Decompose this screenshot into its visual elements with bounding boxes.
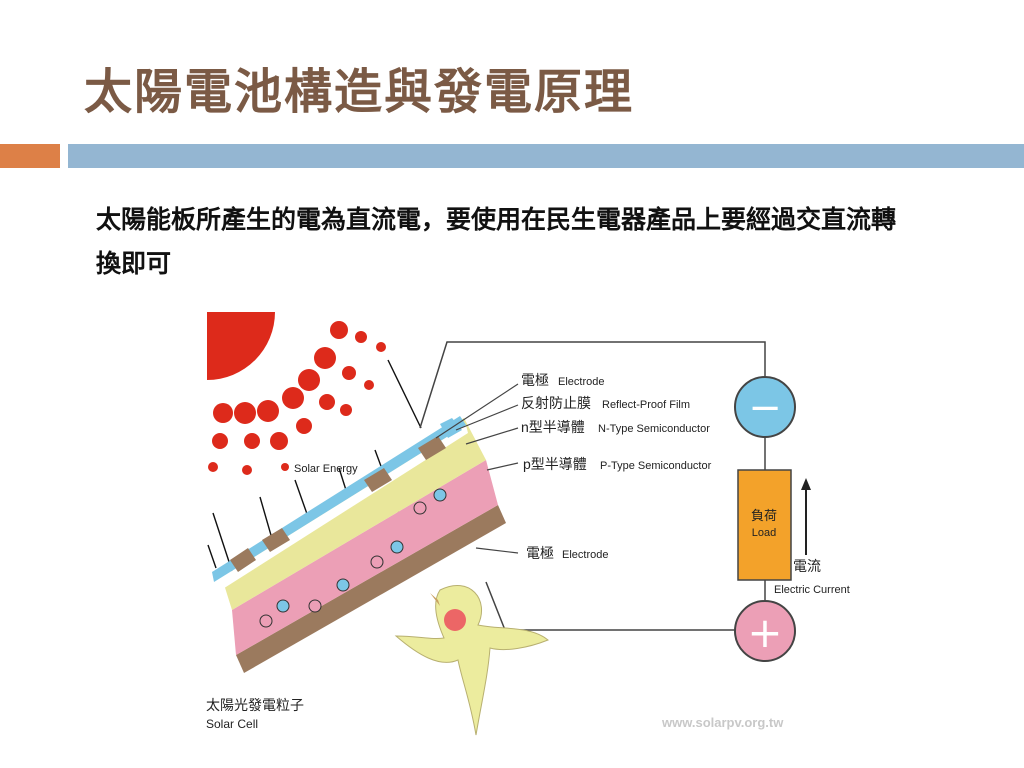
load-label-zh: 負荷 xyxy=(751,508,777,523)
leader-lines xyxy=(435,383,519,554)
current-arrow-head xyxy=(801,478,811,490)
label-electrode-top-zh: 電極 xyxy=(521,372,549,388)
bird-mascot xyxy=(394,584,549,736)
accent-bar-orange xyxy=(0,144,60,168)
n-type-layer xyxy=(222,418,486,610)
label-ntype-en: N-Type Semiconductor xyxy=(598,423,710,435)
current-label-en: Electric Current xyxy=(774,584,850,596)
plus-sign: + xyxy=(747,608,782,657)
electrode-top-3 xyxy=(364,468,392,492)
label-ntype-zh: n型半導體 xyxy=(521,419,585,435)
plus-terminal xyxy=(734,600,796,662)
label-electrode-bottom-en: Electrode xyxy=(562,549,608,561)
label-ptype-en: P-Type Semiconductor xyxy=(600,460,712,472)
holes xyxy=(259,501,427,628)
body-text: 太陽能板所產生的電為直流電，要使用在民生電器產品上要經過交直流轉換即可 xyxy=(96,205,897,278)
solar-cell-label-zh: 太陽光發電粒子 xyxy=(206,697,304,713)
electrode-top-2 xyxy=(262,528,290,552)
electrode-top-4 xyxy=(418,436,446,460)
watermark: www.solarpv.org.tw xyxy=(661,715,784,730)
label-ptype-zh: p型半導體 xyxy=(523,456,587,472)
accent-bar-blue xyxy=(68,144,1024,168)
minus-sign: − xyxy=(748,385,782,431)
electrode-top-1 xyxy=(230,548,256,572)
solar-cell-label-en: Solar Cell xyxy=(206,717,258,731)
load-box xyxy=(737,469,792,581)
label-electrode-top-en: Electrode xyxy=(558,376,604,388)
p-type-layer xyxy=(232,460,498,655)
sun-rays xyxy=(208,321,386,475)
load-label-en: Load xyxy=(752,527,776,539)
label-reflect-zh: 反射防止膜 xyxy=(521,395,591,411)
label-electrode-bottom-zh: 電極 xyxy=(526,545,554,561)
current-label-zh: 電流 xyxy=(793,558,821,574)
reflect-proof-film-band xyxy=(214,425,468,592)
solar-energy-dot xyxy=(281,463,289,471)
solar-cell-stack xyxy=(212,416,506,673)
electrons xyxy=(276,488,447,613)
solar-energy-label: Solar Energy xyxy=(294,463,358,475)
label-reflect-en: Reflect-Proof Film xyxy=(602,399,690,411)
electrode-bottom-layer xyxy=(236,505,506,673)
sun xyxy=(207,312,275,380)
minus-terminal xyxy=(734,376,796,438)
slide-title: 太陽電池構造與發電原理 xyxy=(84,64,635,120)
